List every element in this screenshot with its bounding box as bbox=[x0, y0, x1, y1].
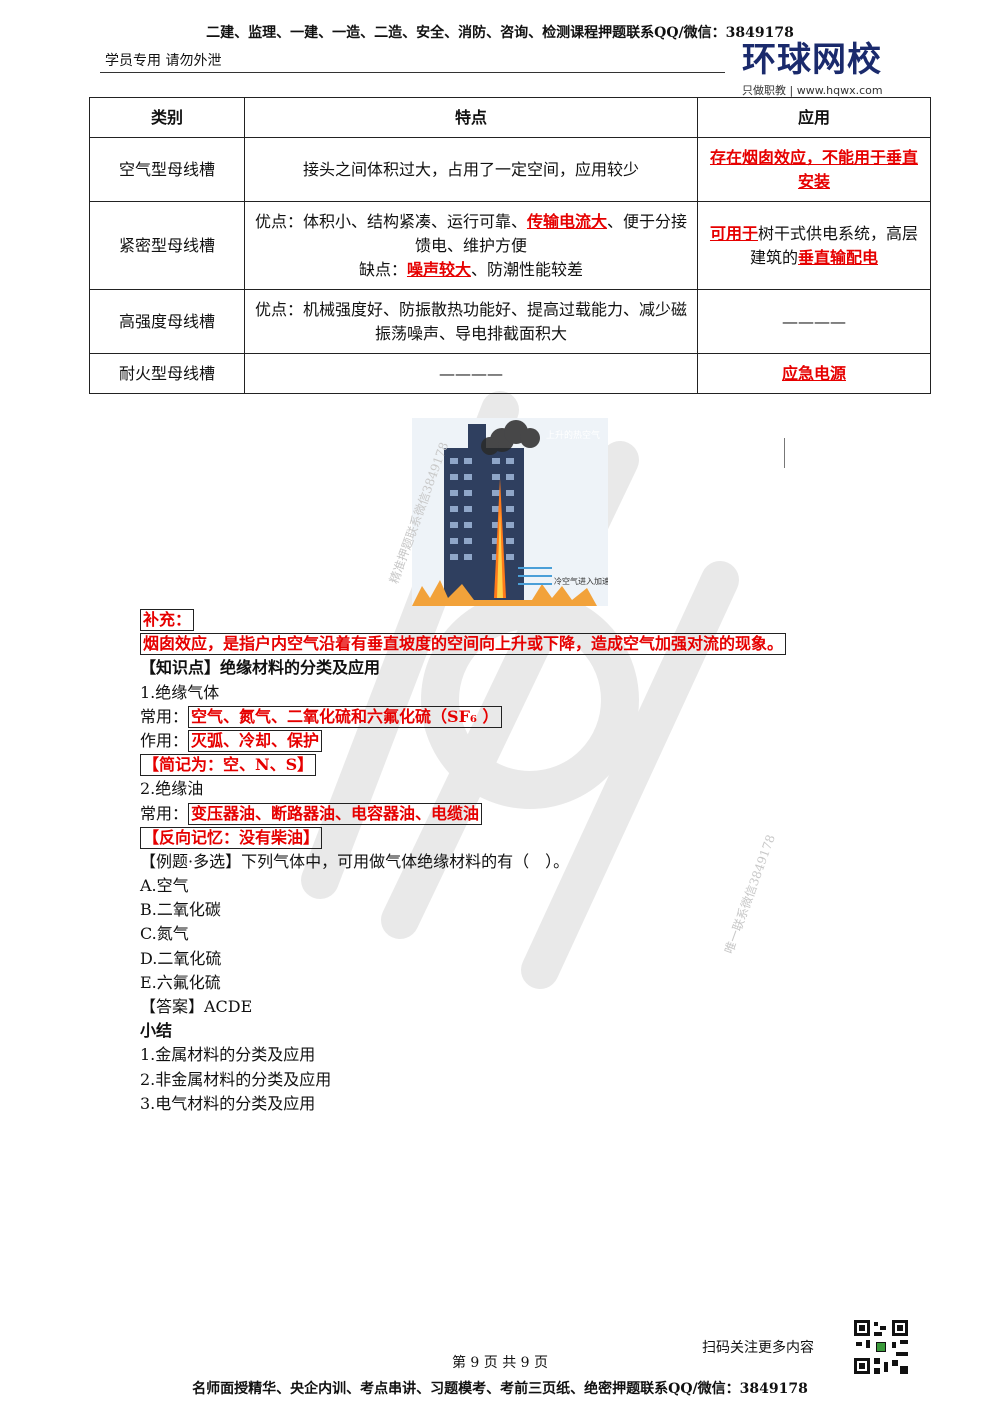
student-only-notice: 学员专用 请勿外泄 bbox=[105, 53, 222, 69]
cons-highlight: 噪声较大 bbox=[406, 259, 471, 279]
footer-contact-line: 名师面授精华、央企内训、考点串讲、习题模考、考前三页纸、绝密押题联系QQ/微信：… bbox=[192, 1381, 808, 1397]
option-e: E.六氟化硫 bbox=[140, 972, 221, 992]
cell-feature: 优点：机械强度好、防振散热功能好、提高过载能力、减少磁振荡噪声、导电排截面积大 bbox=[244, 289, 698, 354]
burning-building-illustration: 上升的热空气 冷空气进入加速燃烧 bbox=[412, 418, 626, 606]
oil-mnemonic: 【反向记忆：没有柴油】 bbox=[140, 826, 323, 849]
chimney-effect-figure: 上升的热空气 冷空气进入加速燃烧 bbox=[412, 418, 626, 606]
qr-code-icon bbox=[852, 1318, 910, 1376]
cell-feature: 接头之间体积过大，占用了一定空间，应用较少 bbox=[244, 137, 698, 202]
table-header-row: 类别 特点 应用 bbox=[89, 97, 931, 138]
summary-item: 3.电气材料的分类及应用 bbox=[140, 1093, 316, 1113]
knowledge-point: 【知识点】绝缘材料的分类及应用 bbox=[140, 658, 381, 678]
cell-application: 存在烟囱效应，不能用于垂直安装 bbox=[697, 137, 931, 202]
table-row: 紧密型母线槽 优点：体积小、结构紧凑、运行可靠、传输电流大、便于分接馈电、维护方… bbox=[89, 201, 931, 290]
table-row: 空气型母线槽 接头之间体积过大，占用了一定空间，应用较少 存在烟囱效应，不能用于… bbox=[89, 137, 931, 202]
cell-category: 耐火型母线槽 bbox=[89, 353, 245, 394]
pros-prefix: 优点：体积小、结构紧凑、运行可靠、 bbox=[254, 211, 527, 231]
supplement-title: 补充： bbox=[140, 609, 195, 631]
cell-feature: ———— bbox=[244, 353, 698, 394]
busway-table: 类别 特点 应用 空气型母线槽 接头之间体积过大，占用了一定空间，应用较少 存在… bbox=[89, 97, 931, 394]
cell-category: 高强度母线槽 bbox=[89, 289, 245, 354]
header-feature: 特点 bbox=[244, 97, 698, 138]
item-insulating-oil: 2.绝缘油 bbox=[140, 779, 204, 799]
cell-application: 可用于树干式供电系统，高层建筑的垂直输配电 bbox=[697, 201, 931, 290]
application-red-text: 存在烟囱效应，不能用于垂直安装 bbox=[709, 147, 918, 191]
application-mid: 树干式供电系统，高层建筑的 bbox=[749, 223, 919, 267]
summary-item: 1.金属材料的分类及应用 bbox=[140, 1045, 316, 1065]
supplement-text: 烟囱效应，是指户内空气沿着有垂直坡度的空间向上升或下降，造成空气加强对流的现象。 bbox=[140, 633, 787, 656]
gas-common: 空气、氮气、二氧化硫和六氟化硫（SF₆ ） bbox=[188, 705, 502, 728]
application-red-text: 应急电源 bbox=[781, 363, 846, 383]
header-rule bbox=[100, 72, 725, 73]
oil-common: 变压器油、断路器油、电容器油、电缆油 bbox=[188, 802, 483, 825]
hqwx-logo: 环球网校 只做职教 | www.hqwx.com bbox=[742, 40, 922, 100]
gas-mnemonic: 【简记为：空、N、S】 bbox=[140, 754, 317, 777]
cons-prefix: 缺点： bbox=[358, 259, 407, 279]
gas-effect: 灭弧、冷却、保护 bbox=[188, 729, 323, 752]
table-row: 耐火型母线槽 ———— 应急电源 bbox=[89, 353, 931, 394]
scan-qr-hint: 扫码关注更多内容 bbox=[702, 1340, 814, 1356]
hot-air-label: 上升的热空气 bbox=[546, 429, 600, 441]
content-body: 补充： 烟囱效应，是指户内空气沿着有垂直坡度的空间向上升或下降，造成空气加强对流… bbox=[140, 608, 787, 1116]
common-label: 常用： bbox=[140, 803, 189, 823]
cold-air-label: 冷空气进入加速燃烧 bbox=[554, 576, 608, 586]
qr-code[interactable] bbox=[852, 1318, 910, 1376]
effect-label: 作用： bbox=[140, 730, 189, 750]
cons-suffix: 、防潮性能较差 bbox=[471, 259, 584, 279]
summary-title: 小结 bbox=[140, 1021, 173, 1041]
cell-application: 应急电源 bbox=[697, 353, 931, 394]
cell-feature: 优点：体积小、结构紧凑、运行可靠、传输电流大、便于分接馈电、维护方便 缺点：噪声… bbox=[244, 201, 698, 290]
option-d: D.二氧化硫 bbox=[140, 948, 222, 968]
table-row: 高强度母线槽 优点：机械强度好、防振散热功能好、提高过载能力、减少磁振荡噪声、导… bbox=[89, 289, 931, 354]
option-b: B.二氧化碳 bbox=[140, 900, 221, 920]
figure-divider bbox=[784, 438, 785, 468]
pros-suffix: 、便于分接馈电、维护方便 bbox=[414, 211, 688, 255]
header-category: 类别 bbox=[89, 97, 245, 138]
answer: 【答案】ACDE bbox=[140, 997, 253, 1016]
cell-application: ———— bbox=[697, 289, 931, 354]
option-c: C.氮气 bbox=[140, 924, 189, 944]
application-red-2: 垂直输配电 bbox=[798, 247, 879, 267]
header-application: 应用 bbox=[697, 97, 931, 138]
option-a: A.空气 bbox=[140, 876, 189, 896]
summary-item: 2.非金属材料的分类及应用 bbox=[140, 1069, 332, 1089]
cell-category: 空气型母线槽 bbox=[89, 137, 245, 202]
logo-main-text: 环球网校 bbox=[742, 40, 882, 80]
page-number: 第 9 页 共 9 页 bbox=[451, 1355, 549, 1371]
logo-sub-text: 只做职教 | www.hqwx.com bbox=[742, 84, 883, 97]
pros-highlight: 传输电流大 bbox=[526, 211, 607, 231]
item-insulating-gas: 1.绝缘气体 bbox=[140, 682, 220, 702]
header-contact-line: 二建、监理、一建、一造、二造、安全、消防、咨询、检测课程押题联系QQ/微信：38… bbox=[206, 25, 794, 41]
application-red-1: 可用于 bbox=[709, 223, 758, 243]
cell-category: 紧密型母线槽 bbox=[89, 201, 245, 290]
example-question: 【例题·多选】下列气体中，可用做气体绝缘材料的有（ ）。 bbox=[140, 851, 570, 871]
common-label: 常用： bbox=[140, 706, 189, 726]
